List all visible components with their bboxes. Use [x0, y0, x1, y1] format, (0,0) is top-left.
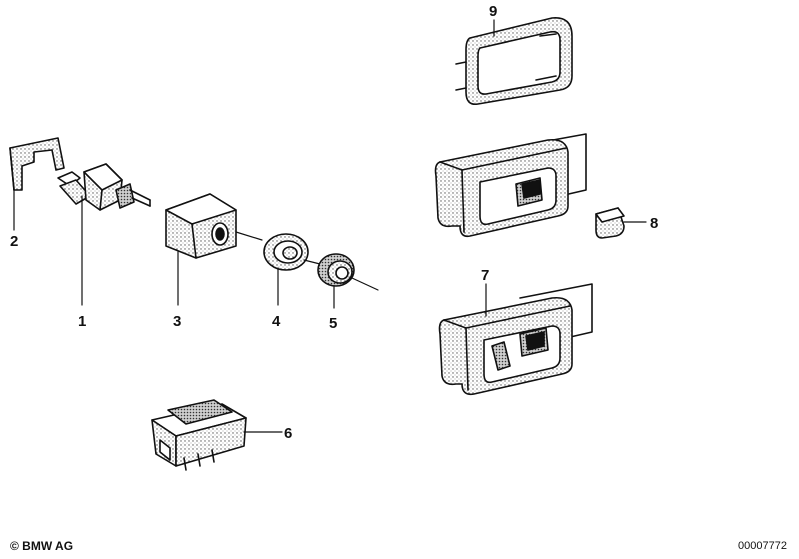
switch-housing-upper	[434, 133, 587, 238]
part-4-ring	[263, 233, 321, 306]
callout-7: 7	[481, 267, 489, 284]
part-1-switch	[57, 163, 151, 306]
callout-5: 5	[329, 315, 337, 332]
part-8-small-cap	[595, 207, 647, 239]
part-9-frame	[455, 17, 573, 106]
part-5-nut	[317, 253, 379, 309]
callout-2: 2	[10, 233, 18, 250]
callout-labels: 1 2 3 4 5 6 7 8 9	[10, 3, 658, 442]
copyright-label: © BMW AG	[10, 539, 74, 553]
part-6-rocker-switch	[151, 399, 283, 471]
callout-8: 8	[650, 215, 658, 232]
part-7-switch-housing	[438, 283, 593, 396]
part-2-bracket	[9, 137, 65, 231]
callout-3: 3	[173, 313, 181, 330]
callout-1: 1	[78, 313, 86, 330]
callout-6: 6	[284, 425, 292, 442]
part-3-cap	[165, 193, 263, 306]
callout-9: 9	[489, 3, 497, 20]
callout-4: 4	[272, 313, 281, 330]
drawing-number: 00007772	[738, 540, 787, 552]
